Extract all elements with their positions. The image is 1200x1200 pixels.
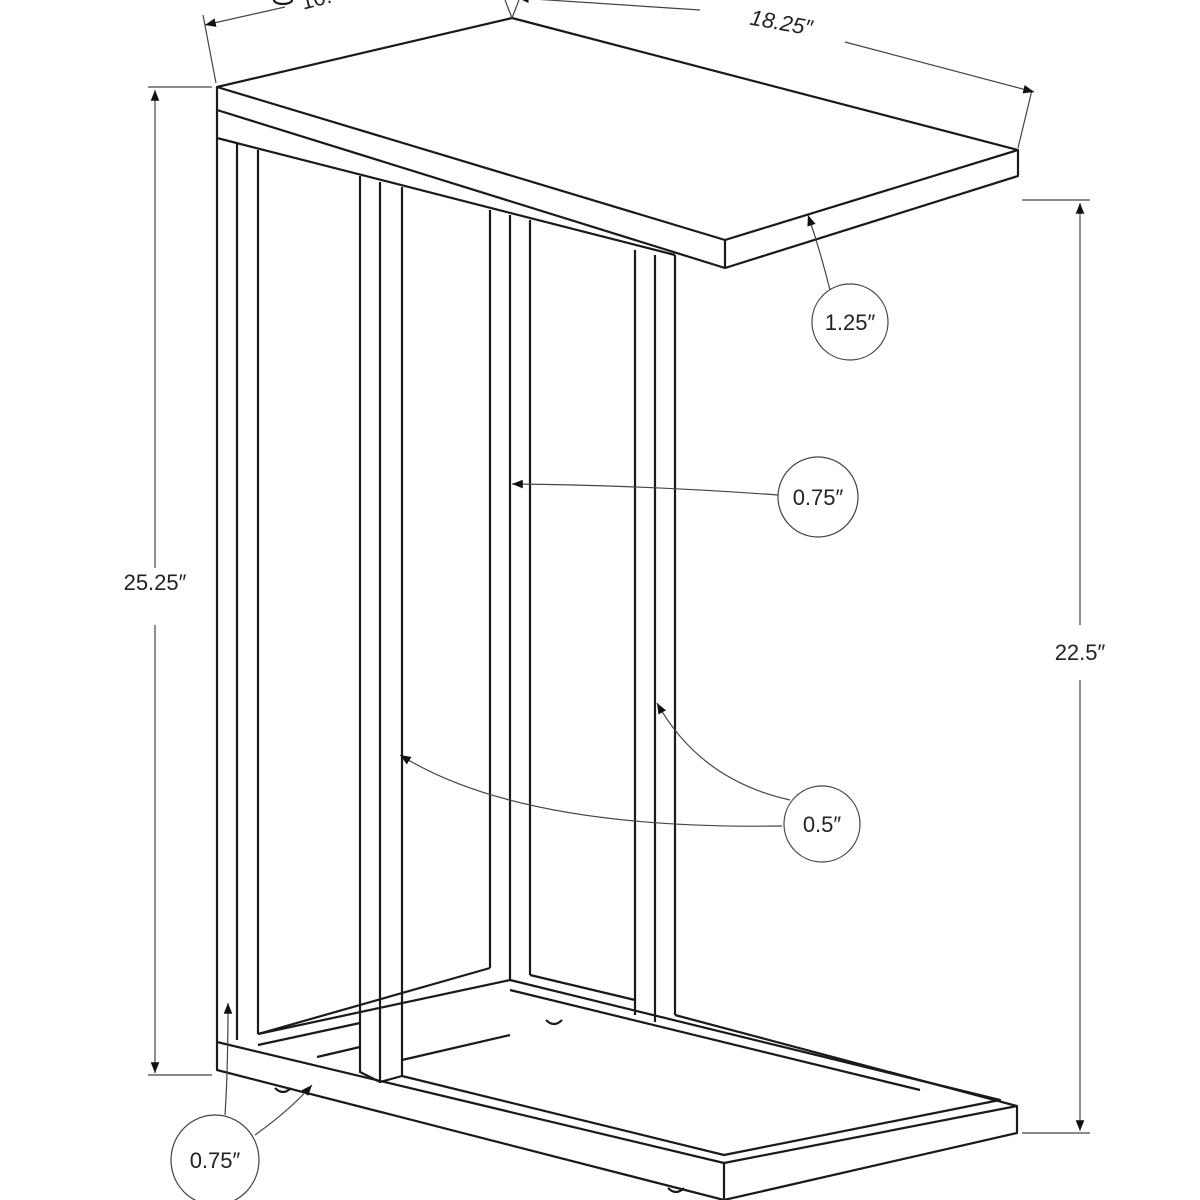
front-left-leg	[215, 138, 260, 1042]
clearance-height-label: 22.5″	[1055, 640, 1106, 665]
leg-callout: 0.5″	[399, 702, 861, 863]
svg-text:1.25″: 1.25″	[825, 310, 876, 335]
front-middle-leg	[358, 176, 404, 1084]
base-frame	[215, 0, 1019, 1200]
overall-height-dimension: 25.25″	[124, 86, 212, 1076]
depth-dimension: 10.	[202, 0, 334, 84]
back-right-leg	[633, 250, 677, 1022]
svg-text:0.75″: 0.75″	[793, 485, 844, 510]
base-callout: 0.75″	[170, 1002, 313, 1200]
back-middle-leg	[488, 210, 532, 980]
svg-text:0.75″: 0.75″	[190, 1148, 241, 1173]
width-dimension: 18.25″	[504, 0, 1035, 149]
top-thickness-callout: 1.25″	[807, 214, 889, 361]
width-label: 18.25″	[748, 5, 815, 41]
back-leg-callout: 0.75″	[511, 456, 859, 538]
svg-text:0.5″: 0.5″	[803, 812, 842, 837]
clearance-height-dimension: 22.5″	[1022, 199, 1106, 1134]
depth-label: 10.	[298, 0, 334, 15]
overall-height-label: 25.25″	[124, 570, 187, 595]
